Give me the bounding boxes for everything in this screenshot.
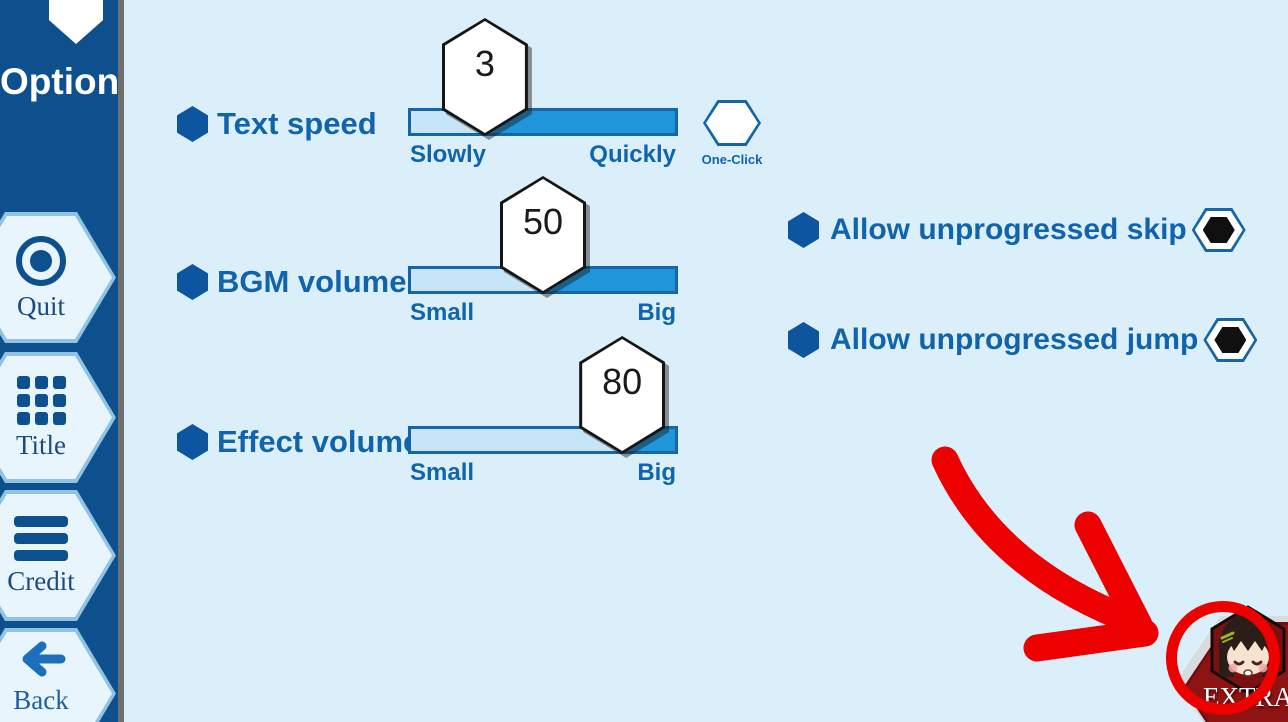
- bgm-volume-track[interactable]: 50: [408, 176, 678, 294]
- effect-volume-track[interactable]: 80: [408, 336, 678, 454]
- sidebar-item-back[interactable]: Back: [0, 628, 116, 722]
- slider-max-label: Big: [637, 459, 676, 486]
- slider-handle[interactable]: 3: [441, 18, 528, 136]
- allow-unprogressed-skip-row: Allow unprogressed skip: [788, 206, 1246, 254]
- hexagon-bullet-icon: [177, 106, 208, 142]
- one-click-button[interactable]: One-Click: [702, 100, 762, 167]
- allow-unprogressed-jump-toggle[interactable]: [1203, 318, 1258, 362]
- back-arrow-icon: [22, 641, 66, 677]
- allow-unprogressed-jump-row: Allow unprogressed jump: [788, 316, 1258, 364]
- one-click-label: One-Click: [701, 152, 763, 167]
- record-icon: [16, 235, 66, 286]
- slider-value: 50: [522, 201, 564, 242]
- slider-fill: [411, 429, 623, 451]
- toggle-dot: [1214, 327, 1247, 353]
- effect-volume-slider-row: Effect volume 80 Small Big: [177, 336, 707, 522]
- sidebar-item-credit[interactable]: Credit: [0, 490, 116, 621]
- toggle-label: Allow unprogressed skip: [830, 213, 1187, 246]
- sidebar-item-title[interactable]: Title: [0, 352, 116, 483]
- slider-min-label: Small: [410, 299, 475, 326]
- slider-label: Effect volume: [217, 424, 421, 459]
- slider-fill: [411, 269, 543, 291]
- red-arrow-annotation: [931, 446, 1159, 662]
- slider-value: 3: [474, 43, 495, 84]
- slider-max-label: Quickly: [589, 141, 676, 168]
- bgm-volume-slider-row: BGM volume 50 Small Big: [177, 176, 707, 362]
- sidebar-item-label: Title: [15, 430, 67, 460]
- allow-unprogressed-skip-toggle[interactable]: [1191, 208, 1246, 252]
- slider-handle[interactable]: 50: [500, 176, 586, 294]
- slider-handle[interactable]: 80: [579, 336, 666, 454]
- sidebar-item-quit[interactable]: Quit: [0, 212, 116, 343]
- toggle-dot: [1202, 217, 1235, 243]
- toggle-label: Allow unprogressed jump: [830, 323, 1199, 356]
- extra-button-label: EXTRA: [1203, 682, 1288, 712]
- slider-label: Text speed: [217, 106, 377, 141]
- hexagon-bullet-icon: [177, 424, 208, 460]
- slider-value: 80: [602, 361, 643, 402]
- sidebar-item-label: Quit: [16, 290, 65, 321]
- grid-icon: [16, 376, 66, 425]
- slider-label: BGM volume: [217, 264, 407, 299]
- sidebar-item-label: Credit: [7, 566, 75, 596]
- slider-min-label: Slowly: [410, 141, 487, 168]
- page-title: Option: [0, 61, 120, 102]
- hexagon-bullet-icon: [177, 264, 208, 300]
- hexagon-bullet-icon: [788, 212, 819, 248]
- slider-min-label: Small: [410, 459, 475, 486]
- sidebar-item-label: Back: [13, 685, 69, 715]
- menu-icon: [14, 516, 68, 561]
- hexagon-bullet-icon: [788, 322, 819, 358]
- sidebar-divider: [118, 0, 124, 722]
- slider-max-label: Big: [637, 299, 676, 326]
- text-speed-track[interactable]: 3: [408, 18, 678, 136]
- text-speed-slider-row: Text speed 3 Slowly Quickly: [177, 18, 707, 204]
